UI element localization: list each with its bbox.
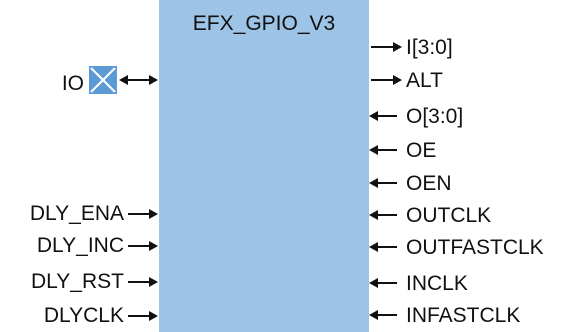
port-label: OE	[406, 139, 436, 162]
left-ports: DLY_ENA DLY_INC DLY_RST DLYCLK	[30, 202, 158, 327]
port-dly-inc: DLY_INC	[37, 234, 158, 257]
port-label: DLY_INC	[37, 234, 124, 257]
port-oen: OEN	[369, 172, 452, 195]
port-alt: ALT	[371, 69, 443, 92]
io-pin-label: IO	[62, 72, 84, 95]
port-label: DLY_RST	[31, 270, 124, 293]
arrow-left-icon	[369, 210, 378, 220]
port-label: OUTCLK	[406, 204, 491, 227]
port-dlyclk: DLYCLK	[44, 304, 158, 327]
arrow-right-icon	[393, 42, 402, 52]
port-oe: OE	[369, 139, 436, 162]
block-title: EFX_GPIO_V3	[193, 12, 335, 35]
right-ports: I[3:0] ALT O[3:0] OE OEN OUTCLK OUTFASTCLK INCL…	[369, 36, 544, 327]
port-label: INCLK	[406, 272, 468, 295]
gpio-block	[159, 0, 369, 332]
arrow-left-icon	[369, 145, 378, 155]
port-label: O[3:0]	[406, 105, 463, 128]
arrow-left-icon	[369, 278, 378, 288]
port-label: I[3:0]	[406, 36, 453, 59]
port-label: INFASTCLK	[406, 304, 520, 327]
io-bidirectional-arrow	[119, 75, 158, 85]
port-outclk: OUTCLK	[369, 204, 491, 227]
port-label: OEN	[406, 172, 452, 195]
arrow-right-icon	[149, 209, 158, 219]
arrow-right-icon	[149, 277, 158, 287]
port-infastclk: INFASTCLK	[369, 304, 520, 327]
port-label: DLY_ENA	[30, 202, 124, 225]
port-dly-ena: DLY_ENA	[30, 202, 158, 225]
arrow-right-icon	[149, 311, 158, 321]
arrow-left-icon	[369, 242, 378, 252]
port-label: OUTFASTCLK	[406, 236, 544, 259]
port-o-3-0: O[3:0]	[369, 105, 463, 128]
arrow-left-icon	[369, 310, 378, 320]
io-pin: IO	[62, 66, 158, 95]
arrow-right-icon	[149, 241, 158, 251]
port-label: ALT	[406, 69, 443, 92]
port-label: DLYCLK	[44, 304, 124, 327]
arrow-left-icon	[369, 178, 378, 188]
port-outfastclk: OUTFASTCLK	[369, 236, 544, 259]
arrow-left-icon	[369, 111, 378, 121]
arrow-right-icon	[393, 75, 402, 85]
port-inclk: INCLK	[369, 272, 468, 295]
port-dly-rst: DLY_RST	[31, 270, 158, 293]
pad-x-icon	[89, 66, 117, 94]
port-i-3-0: I[3:0]	[371, 36, 453, 59]
